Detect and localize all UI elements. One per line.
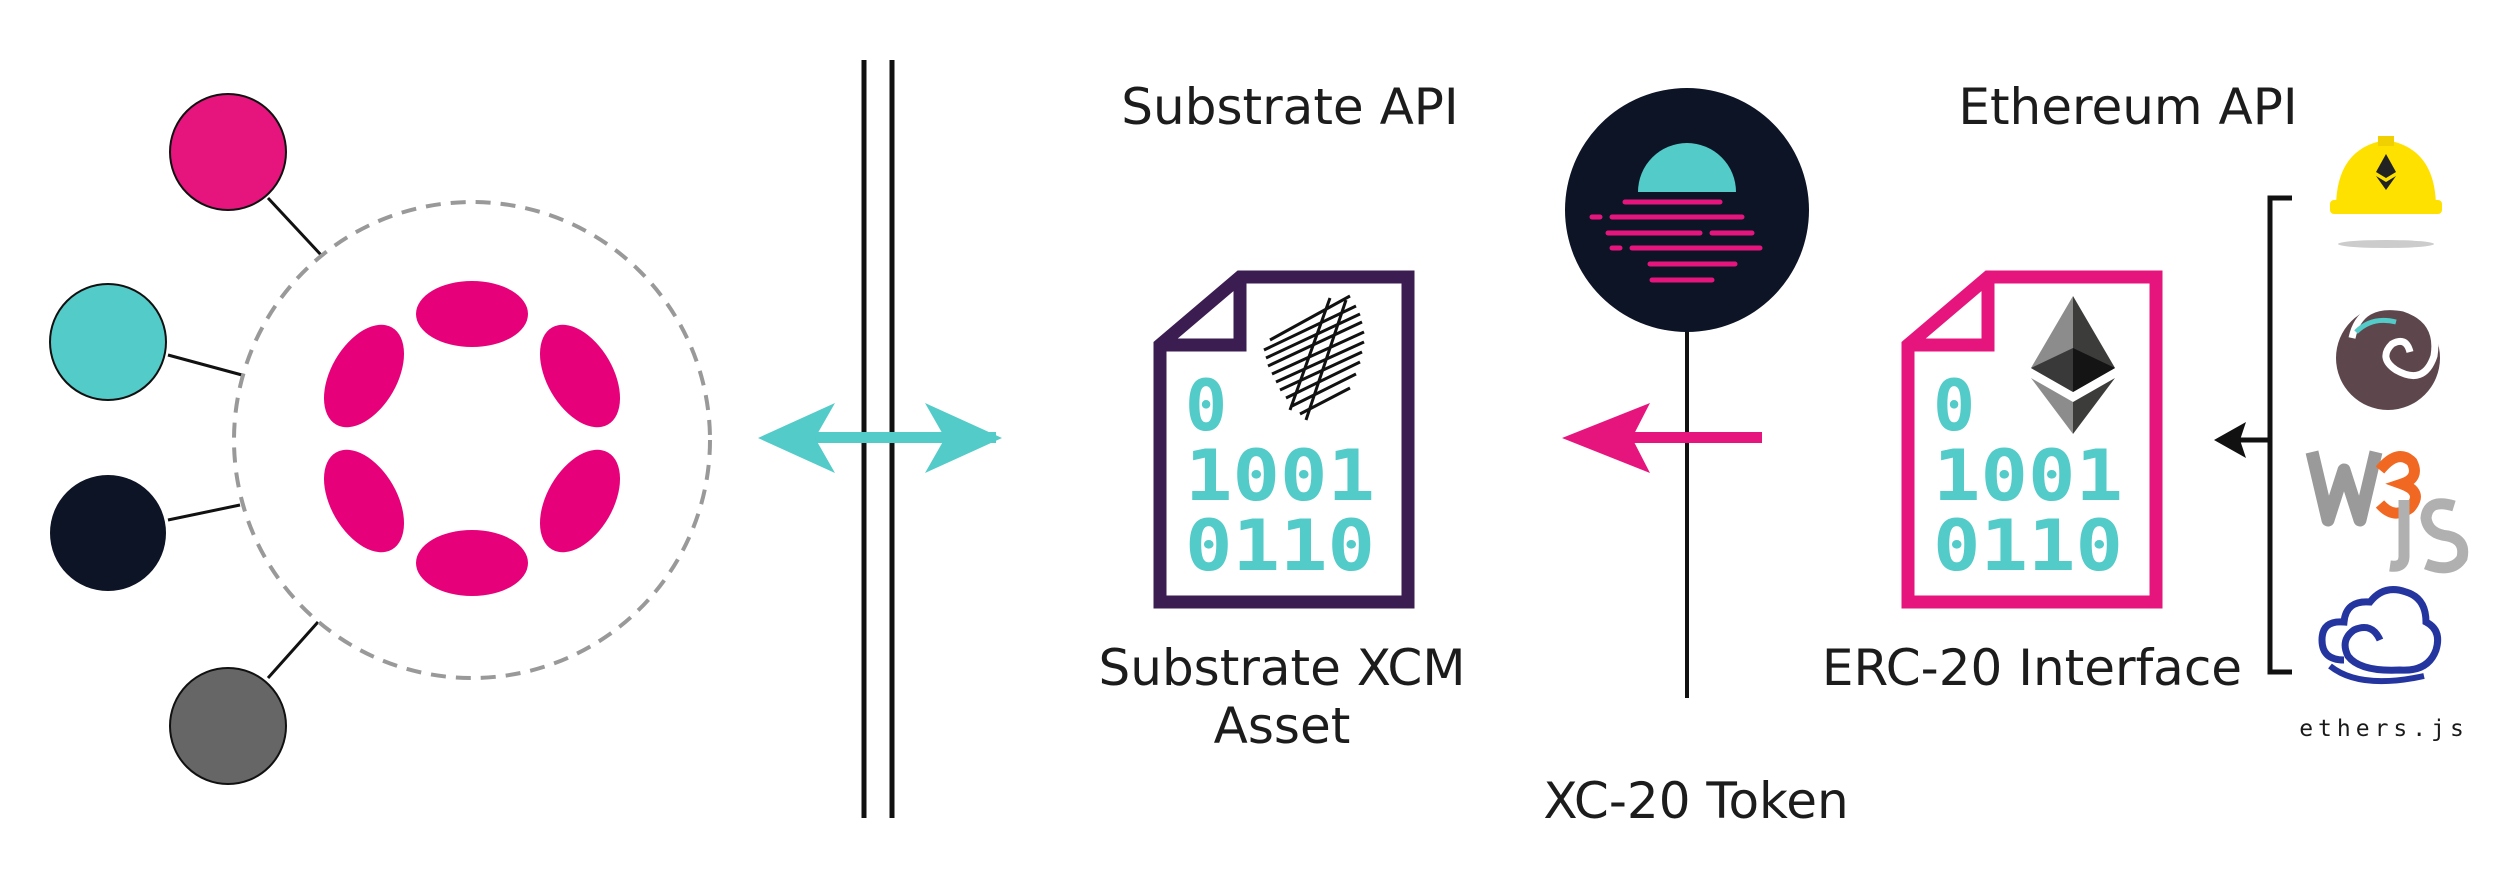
- token-arrow-left: [1562, 403, 1762, 473]
- token-stripes: [1589, 199, 1763, 283]
- parachain-pink: [169, 93, 287, 211]
- connector-gray: [266, 621, 320, 679]
- erc20-interface-label: ERC-20 Interface: [1822, 639, 2242, 697]
- parachain-teal: [49, 283, 167, 401]
- substrate-asset-label-line2: Asset: [1214, 697, 1351, 755]
- ethereum-api-label: Ethereum API: [1958, 78, 2297, 136]
- bridge-divider: [758, 60, 1002, 818]
- ethereum-diamond-icon: [2031, 296, 2115, 434]
- ethers-js-icon: [2318, 586, 2442, 685]
- binary-row: 0: [1933, 365, 1975, 447]
- xc20-token-group: [1562, 88, 1809, 698]
- connector-teal: [167, 353, 243, 377]
- truffle-icon: [2336, 303, 2440, 410]
- relay-chain-group: [49, 93, 712, 785]
- binary-row: 0110: [1933, 505, 2123, 587]
- hardhat-icon: [2330, 136, 2442, 248]
- substrate-xcm-asset-document: 0 1001 0110: [1153, 270, 1415, 609]
- binary-row: 1001: [1185, 435, 1375, 517]
- parachain-gray: [169, 667, 287, 785]
- binary-row: 0: [1185, 365, 1227, 447]
- ethers-js-label: ethers.js: [2299, 716, 2469, 742]
- relay-chain-dashed-circle: [232, 200, 712, 680]
- web3js-icon: [2305, 450, 2469, 574]
- connector-navy: [167, 503, 241, 522]
- substrate-api-label: Substrate API: [1121, 78, 1458, 136]
- bidirectional-arrow: [758, 403, 1002, 473]
- binary-row: 0110: [1185, 505, 1375, 587]
- scribble-signature-icon: [1263, 294, 1365, 421]
- parachain-navy: [50, 475, 166, 591]
- binary-code-icon: 0 1001 0110: [1933, 365, 2123, 587]
- xc20-token-label: XC-20 Token: [1543, 772, 1848, 830]
- connector-pink: [266, 196, 324, 258]
- polkadot-logo: [323, 281, 621, 596]
- moonbeam-token-icon: [1565, 88, 1809, 332]
- substrate-asset-label-line1: Substrate XCM: [1099, 639, 1466, 697]
- binary-row: 1001: [1933, 435, 2123, 517]
- binary-code-icon: 0 1001 0110: [1185, 365, 1375, 587]
- erc20-interface-document: 0 1001 0110: [1901, 270, 2163, 609]
- library-bracket: [2214, 195, 2292, 675]
